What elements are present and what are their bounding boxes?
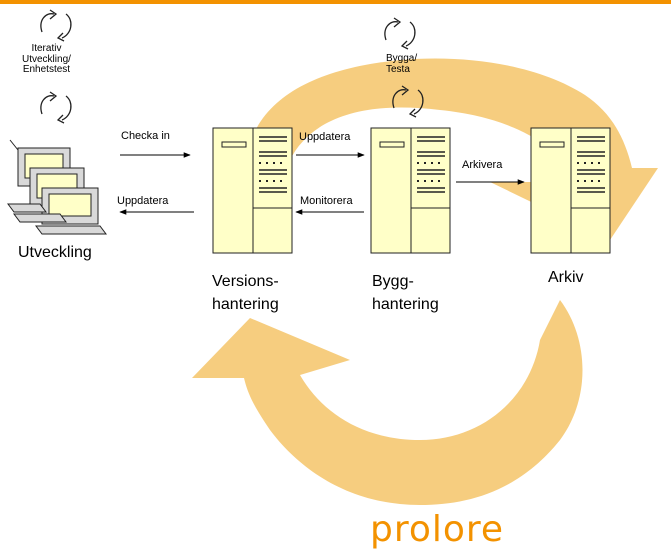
build-server-icon xyxy=(370,127,451,254)
iterative-line-3: Enhetstest xyxy=(22,64,71,75)
build-test-line-1: Bygga/ xyxy=(386,53,418,64)
update-right-label: Uppdatera xyxy=(299,131,351,143)
prolore-logo: prolore xyxy=(370,509,505,550)
build-test-line-2: Testa xyxy=(386,63,410,75)
development-label: Utveckling xyxy=(18,244,92,261)
top-bar xyxy=(0,0,671,4)
version-server-icon xyxy=(212,127,293,254)
build-management-label: Bygg- hantering xyxy=(372,270,439,316)
workstations-icon xyxy=(7,139,107,235)
update-left-label: Uppdatera xyxy=(117,195,169,207)
checkin-label: Checka in xyxy=(121,130,170,142)
dev-loop-bottom-icon xyxy=(40,91,72,124)
archive-action-label: Arkivera xyxy=(462,159,503,171)
build-loop-top-icon xyxy=(384,17,416,50)
version-control-line-2: hantering xyxy=(212,296,279,314)
iterative-line-1: Iterativ xyxy=(31,43,62,54)
iterative-label: Iterativ Utveckling/ Enhetstest xyxy=(22,43,71,76)
version-control-line-1: Versions- xyxy=(212,273,279,290)
monitor-label: Monitorera xyxy=(300,195,353,207)
build-test-label: Bygga/ Testa xyxy=(386,53,418,75)
build-management-line-1: Bygg- xyxy=(372,273,414,290)
version-control-label: Versions- hantering xyxy=(212,270,279,316)
dev-loop-top-icon xyxy=(40,9,72,42)
iterative-line-2: Utveckling/ xyxy=(22,53,71,65)
archive-server-icon xyxy=(530,127,611,254)
archive-label: Arkiv xyxy=(548,269,584,286)
build-management-line-2: hantering xyxy=(372,296,439,314)
